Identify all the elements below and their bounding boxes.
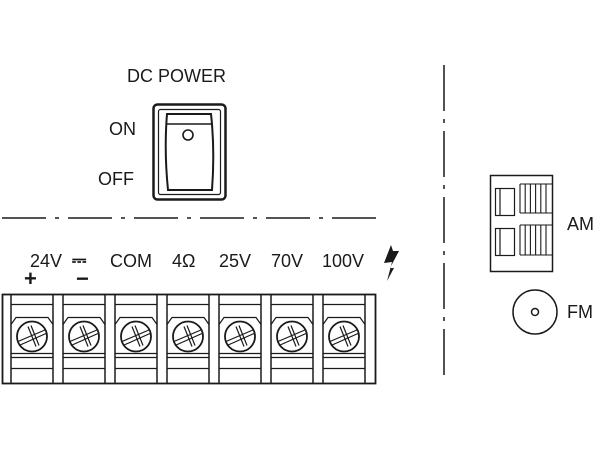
fm-antenna-socket[interactable] — [512, 289, 558, 335]
terminal-label-4ohm: 4Ω — [172, 251, 196, 271]
terminal-screw-2[interactable] — [68, 320, 100, 353]
terminal-plate — [218, 316, 262, 325]
am-antenna-connector[interactable] — [489, 174, 554, 273]
terminal-label-24v: 24V — [30, 251, 63, 271]
power-switch[interactable] — [152, 103, 227, 201]
terminal-label-100v: 100V — [322, 251, 365, 271]
screw-cross — [27, 326, 37, 347]
screw-cross — [30, 325, 40, 346]
screw-cross — [235, 326, 245, 347]
terminal-screw-6[interactable] — [276, 320, 308, 353]
rocker-indicator-dot — [182, 129, 194, 141]
screw-cross — [339, 326, 349, 347]
switch-outer-frame — [152, 103, 227, 201]
terminal-plate — [10, 316, 54, 325]
am-slot-top — [494, 187, 516, 217]
screw-slot — [70, 332, 99, 347]
terminal-block-outline — [1, 293, 377, 385]
terminal-screw-7[interactable] — [328, 320, 360, 353]
terminal-screw-1[interactable] — [16, 320, 48, 353]
screw-cross — [131, 326, 141, 347]
screw-cross — [186, 325, 196, 346]
switch-inner-frame — [157, 108, 222, 196]
screw-slot — [174, 332, 203, 347]
terminal-plate — [322, 316, 366, 325]
terminal-plate — [270, 316, 314, 325]
am-slot-bottom — [494, 227, 516, 257]
screw-cross — [134, 325, 144, 346]
screw-cross — [82, 325, 92, 346]
screw-cross — [287, 326, 297, 347]
screw-cross — [183, 326, 193, 347]
terminal-label-70v: 70V — [271, 251, 304, 271]
screw-slot — [226, 332, 255, 347]
terminal-label-25v: 25V — [219, 251, 252, 271]
terminal-block — [1, 293, 377, 385]
am-label: AM — [567, 214, 594, 234]
terminal-screw-4[interactable] — [172, 320, 204, 353]
screw-slot — [122, 332, 151, 347]
fm-socket-ring — [512, 289, 558, 335]
terminal-plate — [62, 316, 106, 325]
terminal-plate — [114, 316, 158, 325]
dc-power-title: DC POWER — [127, 66, 226, 86]
screw-cross — [290, 325, 300, 346]
terminal-label-com: COM — [110, 251, 152, 271]
rocker-paddle[interactable] — [164, 113, 215, 191]
high-voltage-icon — [384, 245, 399, 281]
am-spring-clips — [519, 183, 552, 256]
switch-on-label: ON — [109, 119, 136, 139]
dc-symbol-icon: ⎓ — [72, 250, 87, 270]
switch-off-label: OFF — [98, 169, 134, 189]
terminal-screw-3[interactable] — [120, 320, 152, 353]
screw-cross — [238, 325, 248, 346]
terminal-plate — [166, 316, 210, 325]
fm-socket-pin — [530, 307, 540, 317]
am-connector-housing — [489, 174, 554, 273]
fm-label: FM — [567, 302, 593, 322]
terminal-screw-5[interactable] — [224, 320, 256, 353]
screw-cross — [79, 326, 89, 347]
screw-slot — [278, 332, 307, 347]
terminal-plus-label: + — [24, 266, 37, 291]
screw-slot — [18, 332, 47, 347]
terminal-minus-label: − — [76, 266, 89, 291]
screw-cross — [342, 325, 352, 346]
screw-slot — [330, 332, 359, 347]
